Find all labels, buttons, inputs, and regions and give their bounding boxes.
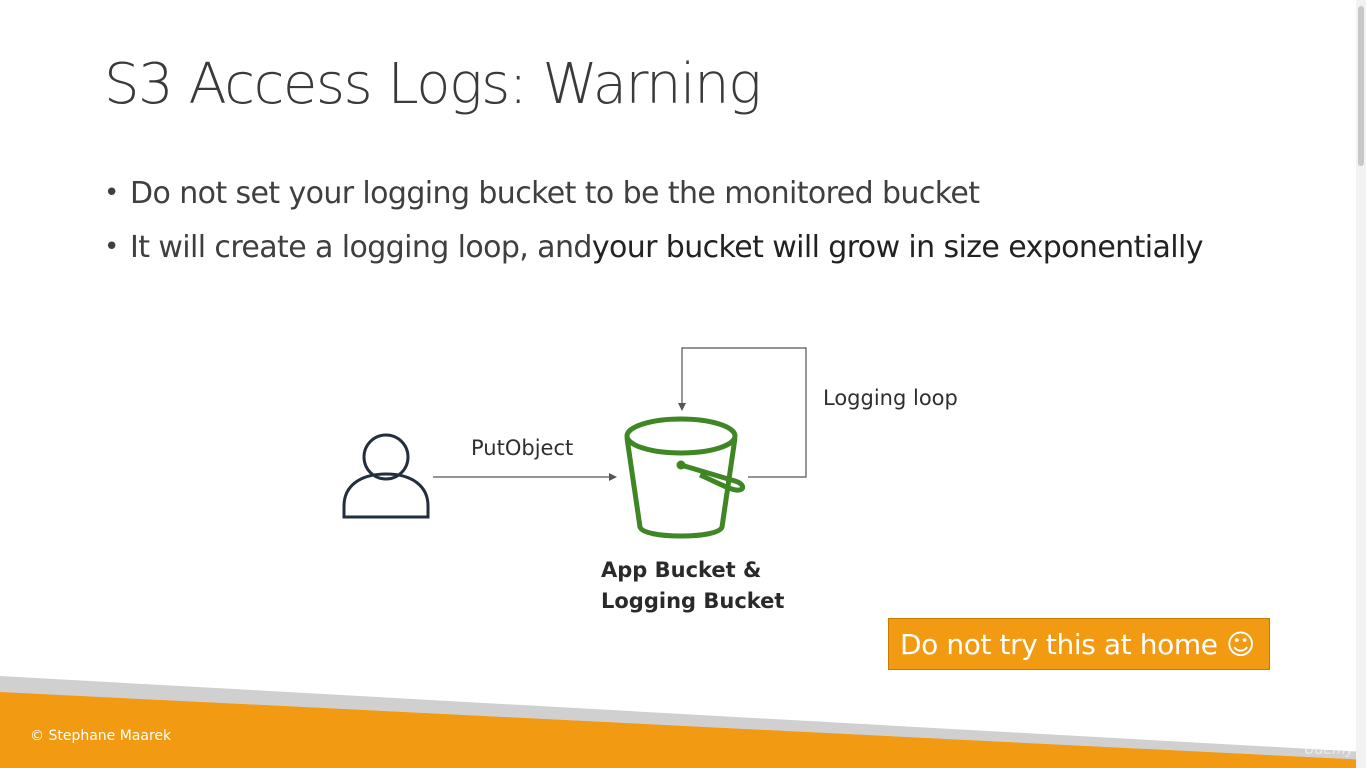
warning-callout: Do not try this at home ☺ — [888, 618, 1270, 670]
logging-loop-arrow-head — [678, 403, 686, 411]
bucket-label-line1: App Bucket & — [601, 558, 762, 582]
bullet-emphasis: your bucket will grow in size exponentia… — [591, 229, 1204, 265]
slide-title: S3 Access Logs: Warning — [104, 52, 762, 117]
footer-band — [0, 676, 1366, 768]
logging-loop-label: Logging loop — [823, 386, 958, 410]
putobject-arrow — [433, 473, 617, 481]
bucket-rim — [624, 416, 738, 456]
udemy-watermark: Ûdemy — [1304, 742, 1354, 758]
bucket-label: App Bucket & Logging Bucket — [601, 555, 784, 617]
scrollbar-thumb[interactable] — [1358, 6, 1364, 166]
copyright-text: © Stephane Maarek — [30, 728, 172, 744]
bullet-item: • Do not set your logging bucket to be t… — [104, 166, 1203, 220]
logging-loop-line — [681, 347, 807, 478]
bullet-item: • It will create a logging loop, and you… — [104, 220, 1204, 274]
footer-band-base — [0, 700, 1366, 768]
bucket-body — [624, 437, 738, 539]
bucket-dot — [676, 460, 686, 470]
bullet-list: • Do not set your logging bucket to be t… — [104, 166, 1204, 274]
putobject-arrow-head — [609, 473, 617, 481]
s3-bucket-icon — [624, 416, 746, 539]
user-icon — [342, 433, 430, 519]
vertical-scrollbar[interactable] — [1356, 0, 1366, 768]
user-icon-head — [362, 433, 410, 481]
bucket-handle — [680, 462, 746, 493]
bullet-text: Do not set your logging bucket to be the… — [130, 175, 980, 211]
user-icon-body — [342, 472, 430, 519]
logging-loop-arrow — [678, 347, 807, 478]
bullet-dot: • — [104, 232, 119, 262]
putobject-label: PutObject — [471, 436, 574, 460]
bucket-label-line2: Logging Bucket — [601, 589, 785, 613]
bullet-dot: • — [104, 178, 119, 208]
bullet-text: It will create a logging loop, and — [130, 229, 592, 265]
